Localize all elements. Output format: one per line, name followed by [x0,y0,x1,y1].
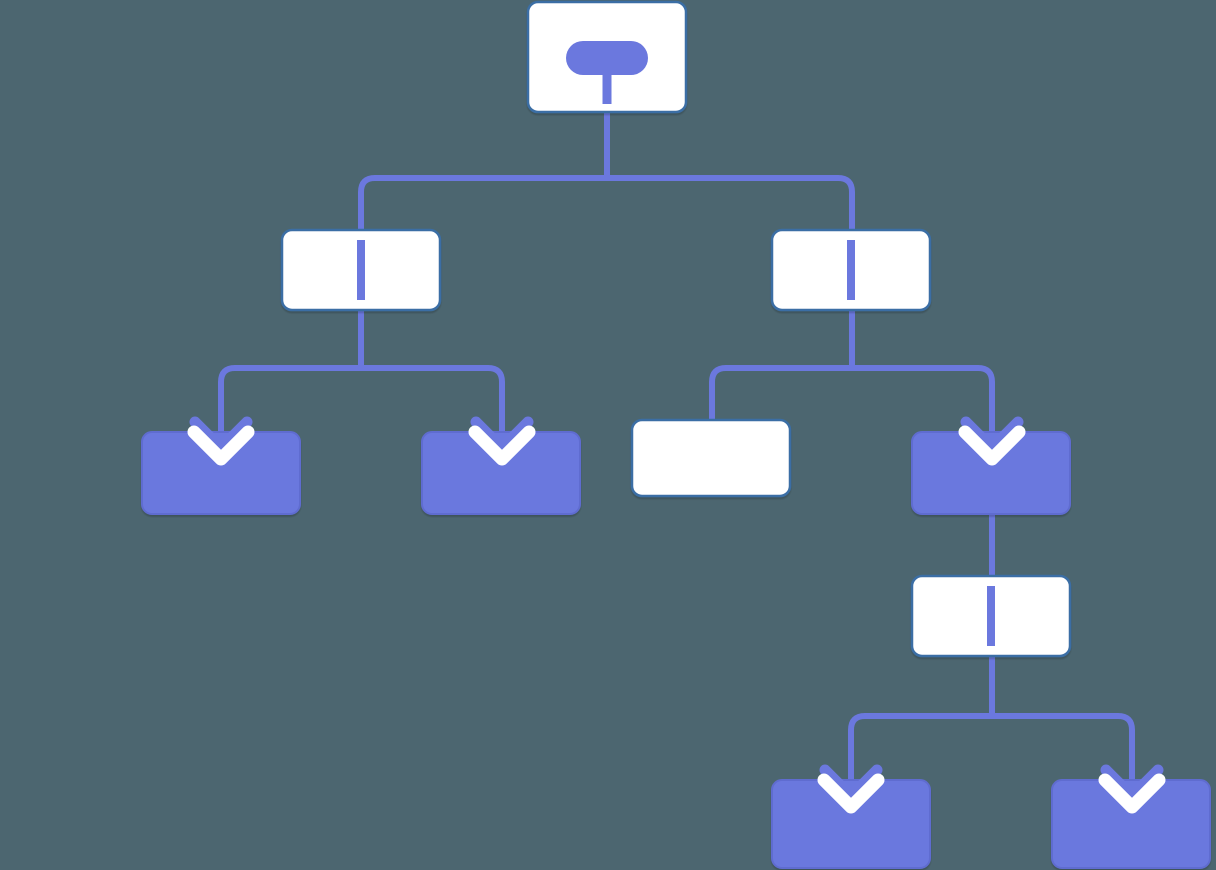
node-through-line [847,240,855,300]
edge-right-branch-to-deep [849,310,995,440]
arrowhead-leaf-4 [817,764,885,814]
glyphs-layer [566,41,648,104]
branch-node-deep[interactable] [911,431,1071,515]
chevron-down-icon [187,425,255,466]
node-through-line [987,586,995,646]
leaf-node-4[interactable] [771,779,931,869]
arrowhead-leaf-5 [1098,764,1166,814]
chevron-down-icon [817,773,885,814]
arrowhead-deep [958,416,1026,466]
edge-root-to-right-branch [604,110,855,325]
chevron-down-icon [1098,773,1166,814]
edge-right-branch-to-leaf-3 [709,310,855,420]
chevron-down-icon [468,425,536,466]
chevron-down-icon [189,416,253,454]
pill-stem-icon [602,58,612,104]
chevron-down-icon [819,764,883,802]
leaf-node-5[interactable] [1051,779,1211,869]
root-pill-glyph [566,41,648,104]
chevron-down-icon [960,416,1024,454]
chevron-down-icon [1100,764,1164,802]
edges-layer [218,110,1135,788]
chevron-down-icon [958,425,1026,466]
edge-sub-branch-to-leaf-4 [848,656,995,788]
through-lines-layer [357,240,995,646]
edge-sub-branch-to-leaf-5 [989,656,1135,788]
chevron-down-icon [470,416,534,454]
edge-root-to-left-branch [358,110,610,325]
nodes-layer [141,0,1211,869]
arrowhead-leaf-1 [187,416,255,466]
arrowheads-layer [187,416,1166,814]
arrowhead-leaf-2 [468,416,536,466]
leaf-node-2[interactable] [421,431,581,515]
node-through-line [357,240,365,300]
leaf-node-1[interactable] [141,431,301,515]
edge-left-branch-to-leaf-1 [218,310,364,440]
edge-left-branch-to-leaf-2 [358,310,505,440]
leaf-node-3[interactable] [630,418,792,498]
